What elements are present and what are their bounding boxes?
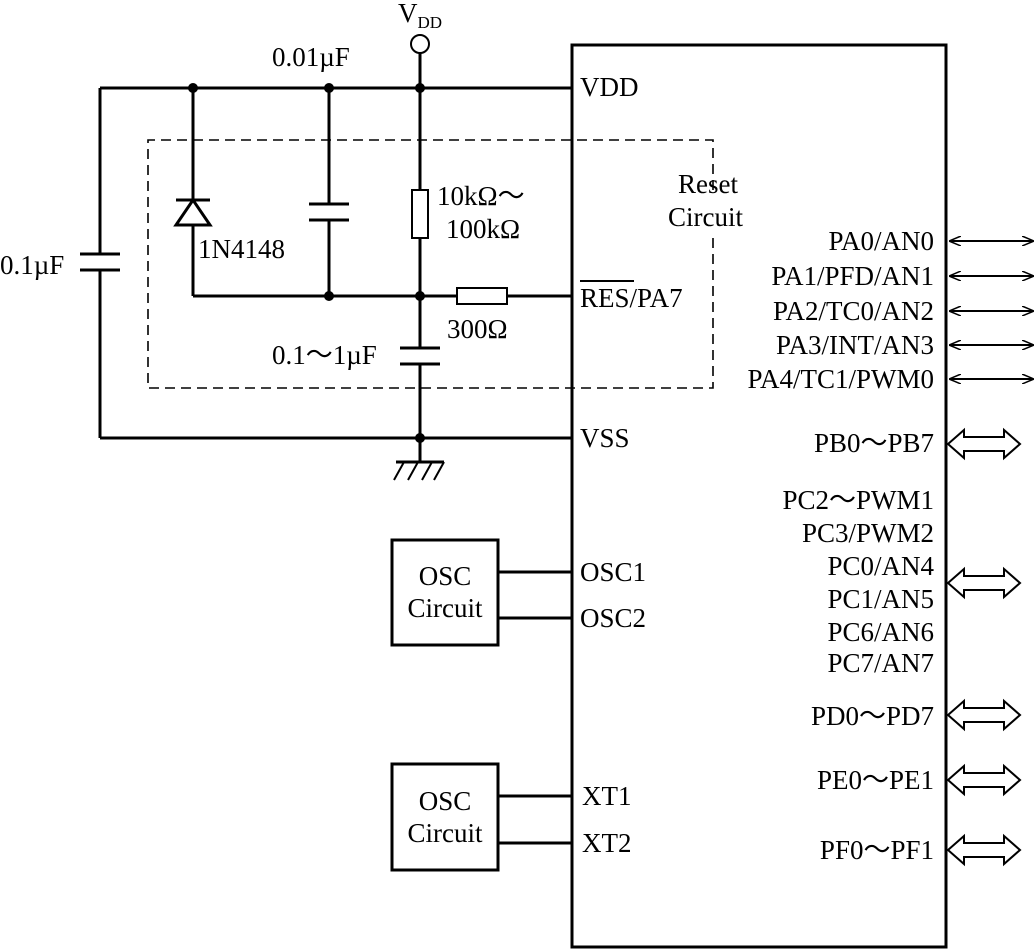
c-top-label: 0.01µF <box>272 42 350 72</box>
pin-pc0: PC0/AN4 <box>827 551 934 581</box>
pin-pa0: PA0/AN0 <box>828 226 934 256</box>
pin-pc1: PC1/AN5 <box>827 584 934 614</box>
junction-dot <box>415 291 425 301</box>
pin-pb-port: PB0～PB7 <box>814 428 934 458</box>
c-left-label: 0.1µF <box>0 250 64 280</box>
pin-pa1: PA1/PFD/AN1 <box>771 261 934 291</box>
junction-dot <box>324 291 334 301</box>
junction-dot <box>415 433 425 443</box>
pin-pc3: PC3/PWM2 <box>802 518 934 548</box>
r-pullup-label-2: 100kΩ <box>446 214 520 244</box>
diode-label: 1N4148 <box>198 234 285 264</box>
ground-icon <box>393 461 445 481</box>
pin-osc2: OSC2 <box>580 603 646 633</box>
r-series-label: 300Ω <box>447 314 508 344</box>
junction-dot <box>415 83 425 93</box>
pin-xt2: XT2 <box>582 828 632 858</box>
r-pullup-resistor <box>411 189 429 239</box>
junction-dot <box>188 83 198 93</box>
pe-bus-arrow-icon <box>946 763 1022 797</box>
pin-pe-port: PE0～PE1 <box>817 765 934 795</box>
pin-xt1: XT1 <box>582 781 632 811</box>
pin-osc1: OSC1 <box>580 557 646 587</box>
r-pullup-label-1: 10kΩ～ <box>437 181 525 211</box>
osc-box-2-label-1: OSC <box>419 786 472 816</box>
r-series-resistor <box>456 287 508 305</box>
pd-bus-arrow-icon <box>946 698 1022 732</box>
pin-pa2: PA2/TC0/AN2 <box>773 296 934 326</box>
diode-symbol <box>173 197 213 227</box>
pin-pc2: PC2～PWM1 <box>782 485 934 515</box>
pin-pd-port: PD0～PD7 <box>811 701 934 731</box>
pf-bus-arrow-icon <box>946 833 1022 867</box>
osc-circuit-box-2 <box>390 762 500 872</box>
osc-box-1-label-2: Circuit <box>408 593 483 623</box>
osc-box-2-label-2: Circuit <box>408 818 483 848</box>
pin-res-pa7: RES/PA7 <box>580 283 683 313</box>
osc-box-1-label-1: OSC <box>419 561 472 591</box>
pin-pc6: PC6/AN6 <box>827 617 934 647</box>
reset-circuit-label-1: Reset <box>678 169 738 199</box>
pin-vss: VSS <box>580 423 630 453</box>
osc-circuit-box-1 <box>390 538 500 647</box>
pin-pc7: PC7/AN7 <box>827 648 934 678</box>
pin-pa3: PA3/INT/AN3 <box>776 330 934 360</box>
pb-bus-arrow-icon <box>946 427 1022 461</box>
microcontroller-chip <box>570 43 948 949</box>
pin-vdd: VDD <box>580 72 639 102</box>
pc-bus-arrow-icon <box>946 566 1022 600</box>
pin-pa4: PA4/TC1/PWM0 <box>747 364 934 394</box>
c-reset-label: 0.1～1µF <box>272 340 377 370</box>
junction-dot <box>324 83 334 93</box>
reset-circuit-boundary <box>147 139 714 389</box>
reset-circuit-label-2: Circuit <box>668 202 743 232</box>
vdd-terminal <box>410 34 430 54</box>
pin-pf-port: PF0～PF1 <box>820 835 934 865</box>
vdd-supply-label: VDD <box>398 0 442 32</box>
